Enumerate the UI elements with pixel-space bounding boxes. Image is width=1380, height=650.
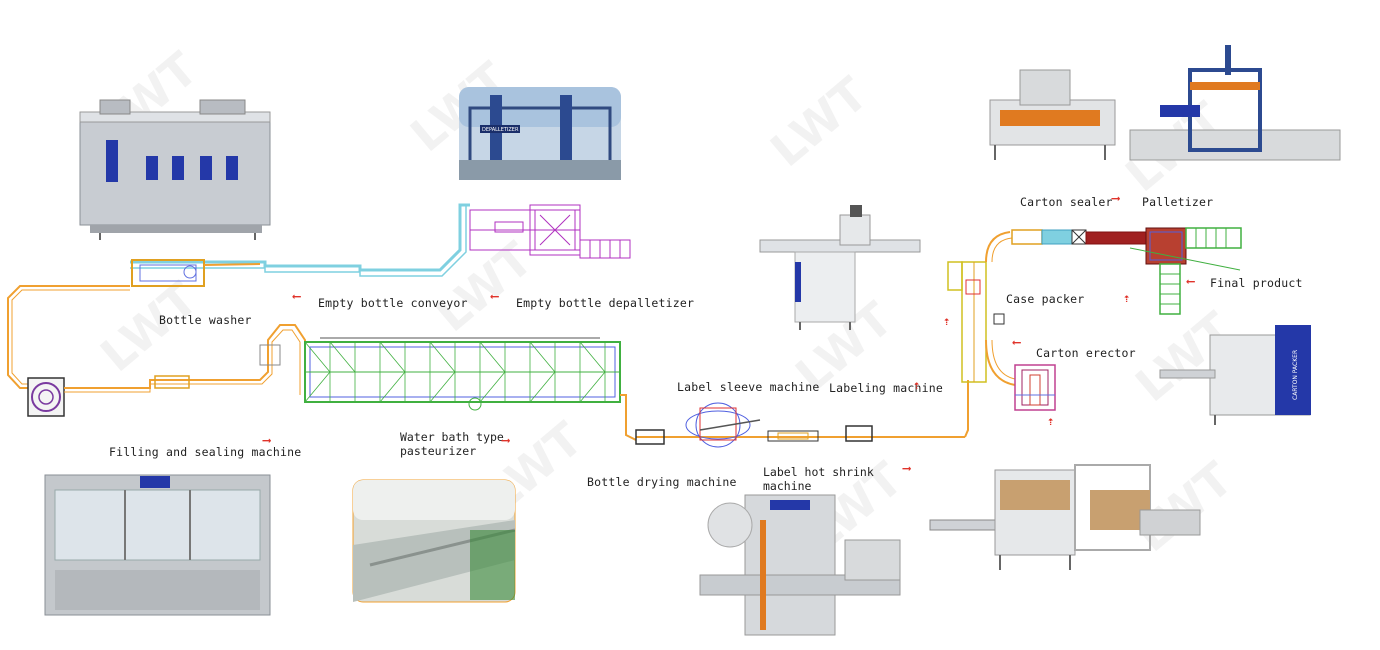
- filling-machine-photo: [44, 474, 271, 616]
- arrow-left-icon: ⟵: [491, 289, 499, 303]
- carton-erector-drawing: [1014, 364, 1056, 411]
- carton-packer-sign: CARTON PACKER: [1292, 350, 1299, 400]
- label-case-packer: Case packer: [1006, 292, 1085, 306]
- label-hot-shrink-photo: [699, 494, 901, 636]
- label-carton-erector: Carton erector: [1036, 346, 1136, 360]
- label-final-product: Final product: [1210, 276, 1303, 290]
- arrow-left-icon: ⟵: [293, 289, 301, 303]
- label-hot-shrink: Label hot shrink machine: [763, 465, 874, 493]
- pasteurizer-drawing: [304, 337, 637, 441]
- label-hot-shrink-line2: machine: [763, 479, 812, 493]
- empty-bottle-conveyor-path: [130, 203, 470, 277]
- main-conveyor-bottom: [635, 380, 969, 448]
- arrow-right-icon: ⟶: [263, 433, 271, 447]
- pasteurizer-photo: [352, 479, 516, 603]
- labeling-machine-photo: [759, 205, 921, 330]
- label-empty-bottle-conveyor: Empty bottle conveyor: [318, 296, 468, 310]
- carton-packer-photo: CARTON PACKER: [1159, 325, 1311, 425]
- label-empty-bottle-depalletizer: Empty bottle depalletizer: [516, 296, 695, 310]
- arrow-up-icon: ⇡: [913, 378, 921, 392]
- arrow-up-icon: ⇡: [1123, 291, 1131, 305]
- label-label-sleeve: Label sleeve machine: [677, 380, 820, 394]
- arrow-right-icon: ⟶: [502, 433, 510, 447]
- bottle-washer-machine: [79, 99, 271, 240]
- label-palletizer: Palletizer: [1142, 195, 1214, 209]
- arrow-up-icon: ⇡: [1047, 414, 1055, 428]
- label-bottle-drying: Bottle drying machine: [587, 475, 737, 489]
- arrow-right-icon: ⟶: [1112, 191, 1120, 205]
- label-pasteurizer-line2: pasteurizer: [400, 444, 477, 458]
- depalletizer-photo: DEPALLETIZER: [459, 87, 621, 180]
- depalletizer-sign: DEPALLETIZER: [482, 127, 519, 133]
- label-labeling-machine: Labeling machine: [829, 381, 943, 395]
- carton-sealer-photo: [989, 69, 1116, 160]
- arrow-up-icon: ⇡: [943, 314, 951, 328]
- arrow-left-icon: ⟵: [1187, 274, 1195, 288]
- label-carton-sealer: Carton sealer: [1020, 195, 1113, 209]
- arrow-right-icon: ⟶: [903, 461, 911, 475]
- case-packer-drawing: [947, 231, 1016, 386]
- main-conveyor-loop-left: [7, 259, 306, 417]
- palletizer-photo: [1129, 45, 1341, 161]
- carton-sealer-palletizer-drawing: [1011, 227, 1242, 315]
- label-hot-shrink-line1: Label hot shrink: [763, 465, 874, 479]
- depalletizer-drawing: [469, 204, 631, 259]
- label-filling-sealing: Filling and sealing machine: [109, 445, 302, 459]
- label-pasteurizer-line1: Water bath type: [400, 430, 504, 444]
- arrow-left-icon: ⟵: [1013, 335, 1021, 349]
- label-bottle-washer: Bottle washer: [159, 313, 252, 327]
- label-pasteurizer: Water bath type pasteurizer: [400, 430, 504, 458]
- carton-erector-photo: [929, 464, 1201, 570]
